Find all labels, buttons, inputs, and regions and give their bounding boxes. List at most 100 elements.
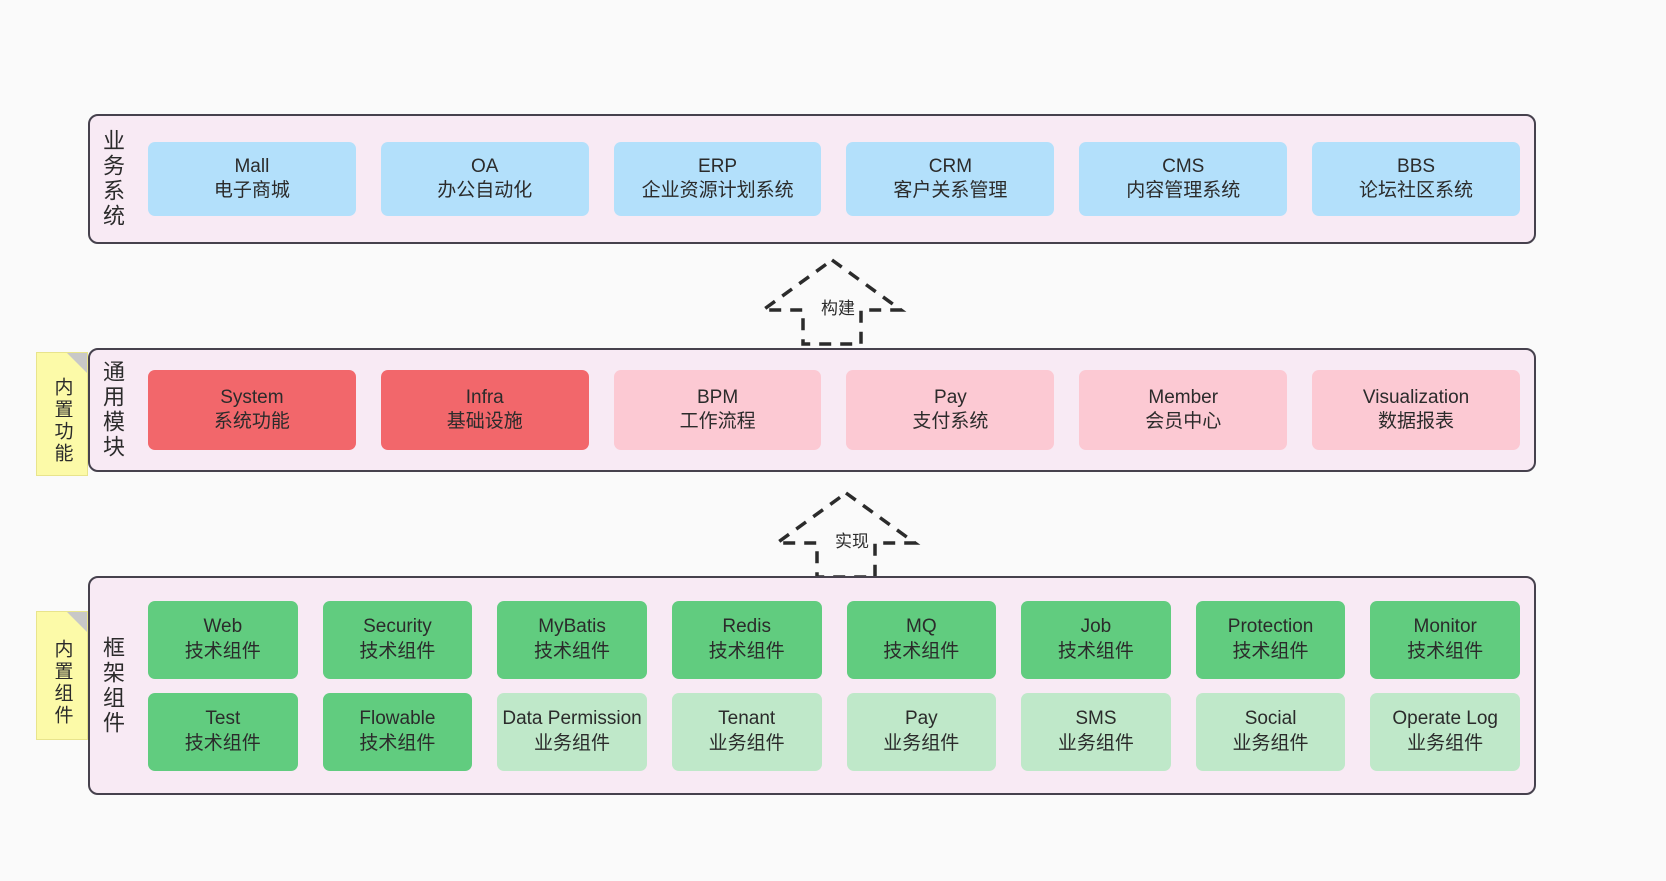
- card-infra[interactable]: Infra 基础设施: [380, 370, 589, 450]
- card-flowable[interactable]: Flowable 技术组件: [322, 692, 473, 771]
- card-data-permission[interactable]: Data Permission 业务组件: [497, 692, 647, 771]
- sticky-note-builtin-component: 内置组件: [36, 611, 88, 740]
- card-test[interactable]: Test 技术组件: [148, 692, 298, 771]
- card-subtitle: 工作流程: [679, 411, 756, 432]
- card-title: Social: [1244, 708, 1297, 730]
- card-subtitle: 企业资源计划系统: [641, 180, 794, 201]
- card-title: Pay: [934, 386, 967, 408]
- card-title: MQ: [906, 616, 937, 638]
- card-sms[interactable]: SMS 业务组件: [1021, 692, 1171, 771]
- card-subtitle: 技术组件: [883, 640, 960, 662]
- layer-business-system: 业务系统 Mall 电子商城 OA 办公自动化 ERP 企业资源计划系统 CRM: [88, 114, 1536, 244]
- layer-common-module: 通用模块 System 系统功能 Infra 基础设施 BPM 工作流程 Pay: [88, 348, 1536, 472]
- card-mq[interactable]: MQ 技术组件: [846, 600, 997, 679]
- card-mybatis[interactable]: MyBatis 技术组件: [497, 600, 647, 679]
- card-subtitle: 论坛社区系统: [1359, 180, 1474, 201]
- arrow-build: 构建: [757, 254, 907, 346]
- card-subtitle: 技术组件: [184, 732, 261, 754]
- layer-framework-component: 框架组件 Web 技术组件 Security 技术组件 MyBatis 技术组件…: [88, 576, 1536, 795]
- card-subtitle: 业务组件: [883, 732, 960, 754]
- card-title: Test: [205, 708, 241, 730]
- card-row: Web 技术组件 Security 技术组件 MyBatis 技术组件 Redi…: [148, 600, 1520, 679]
- card-title: Security: [363, 616, 432, 638]
- card-protection[interactable]: Protection 技术组件: [1195, 600, 1346, 679]
- layer-label-business-system: 业务系统: [100, 129, 125, 229]
- card-redis[interactable]: Redis 技术组件: [671, 600, 822, 679]
- card-visualization[interactable]: Visualization 数据报表: [1312, 370, 1520, 450]
- arrow-implement-label: 实现: [833, 527, 871, 552]
- card-title: BPM: [696, 386, 739, 408]
- card-row: Mall 电子商城 OA 办公自动化 ERP 企业资源计划系统 CRM 客户关系…: [148, 142, 1520, 216]
- card-title: OA: [471, 155, 499, 177]
- card-subtitle: 业务组件: [534, 732, 611, 754]
- card-mall[interactable]: Mall 电子商城: [148, 142, 356, 216]
- card-subtitle: 业务组件: [1057, 732, 1134, 754]
- card-subtitle: 技术组件: [1232, 640, 1309, 662]
- card-title: Flowable: [359, 708, 436, 730]
- card-subtitle: 办公自动化: [437, 180, 533, 201]
- card-tenant[interactable]: Tenant 业务组件: [671, 692, 822, 771]
- card-title: Visualization: [1362, 386, 1470, 408]
- card-title: Mall: [234, 155, 270, 177]
- card-title: SMS: [1075, 708, 1117, 730]
- layer-label-framework-component: 框架组件: [100, 635, 125, 736]
- card-erp[interactable]: ERP 企业资源计划系统: [613, 142, 822, 216]
- card-operate-log[interactable]: Operate Log 业务组件: [1370, 692, 1520, 771]
- card-title: ERP: [698, 155, 738, 177]
- card-title: Member: [1148, 386, 1219, 408]
- card-subtitle: 客户关系管理: [893, 180, 1008, 201]
- card-security[interactable]: Security 技术组件: [322, 600, 473, 679]
- card-oa[interactable]: OA 办公自动化: [380, 142, 589, 216]
- card-job[interactable]: Job 技术组件: [1021, 600, 1171, 679]
- card-title: CMS: [1162, 155, 1205, 177]
- card-subtitle: 支付系统: [912, 411, 989, 432]
- card-title: Job: [1080, 616, 1112, 638]
- card-title: Protection: [1227, 616, 1314, 638]
- card-subtitle: 基础设施: [446, 411, 523, 432]
- card-subtitle: 技术组件: [1057, 640, 1134, 662]
- card-subtitle: 业务组件: [708, 732, 785, 754]
- card-subtitle: 技术组件: [359, 732, 436, 754]
- card-crm[interactable]: CRM 客户关系管理: [846, 142, 1055, 216]
- card-subtitle: 技术组件: [184, 640, 261, 662]
- card-subtitle: 技术组件: [708, 640, 785, 662]
- card-title: MyBatis: [538, 616, 606, 638]
- generalization-arrow-icon: [757, 257, 907, 346]
- card-cms[interactable]: CMS 内容管理系统: [1079, 142, 1288, 216]
- sticky-note-label: 内置组件: [51, 638, 73, 727]
- card-title: Operate Log: [1392, 708, 1498, 730]
- card-bpm[interactable]: BPM 工作流程: [613, 370, 822, 450]
- card-bbs[interactable]: BBS 论坛社区系统: [1312, 142, 1520, 216]
- arrow-build-label: 构建: [819, 294, 857, 319]
- card-subtitle: 系统功能: [213, 411, 290, 432]
- card-monitor[interactable]: Monitor 技术组件: [1370, 600, 1520, 679]
- card-subtitle: 技术组件: [1407, 640, 1484, 662]
- card-system[interactable]: System 系统功能: [148, 370, 356, 450]
- card-pay[interactable]: Pay 支付系统: [846, 370, 1055, 450]
- card-subtitle: 技术组件: [359, 640, 436, 662]
- layer-cards-common: System 系统功能 Infra 基础设施 BPM 工作流程 Pay 支付系统…: [134, 350, 1534, 470]
- card-web[interactable]: Web 技术组件: [148, 600, 298, 679]
- card-subtitle: 会员中心: [1145, 411, 1222, 432]
- card-subtitle: 电子商城: [213, 180, 290, 201]
- sticky-note-builtin-function: 内置功能: [36, 352, 88, 476]
- card-pay-business[interactable]: Pay 业务组件: [846, 692, 997, 771]
- card-title: Tenant: [718, 708, 776, 730]
- card-row: System 系统功能 Infra 基础设施 BPM 工作流程 Pay 支付系统…: [148, 370, 1520, 450]
- arrow-implement: 实现: [771, 487, 921, 579]
- card-subtitle: 业务组件: [1407, 732, 1484, 754]
- card-title: System: [220, 386, 284, 408]
- card-title: Data Permission: [502, 708, 642, 730]
- card-subtitle: 数据报表: [1378, 411, 1455, 432]
- sticky-note-label: 内置功能: [51, 377, 73, 465]
- card-title: Infra: [465, 386, 504, 408]
- card-subtitle: 技术组件: [534, 640, 611, 662]
- card-row: Test 技术组件 Flowable 技术组件 Data Permission …: [148, 692, 1520, 771]
- card-social[interactable]: Social 业务组件: [1195, 692, 1346, 771]
- card-title: Pay: [904, 708, 938, 730]
- card-title: Web: [203, 616, 243, 638]
- layer-cards-business: Mall 电子商城 OA 办公自动化 ERP 企业资源计划系统 CRM 客户关系…: [134, 116, 1534, 242]
- card-title: BBS: [1397, 155, 1436, 177]
- card-member[interactable]: Member 会员中心: [1079, 370, 1288, 450]
